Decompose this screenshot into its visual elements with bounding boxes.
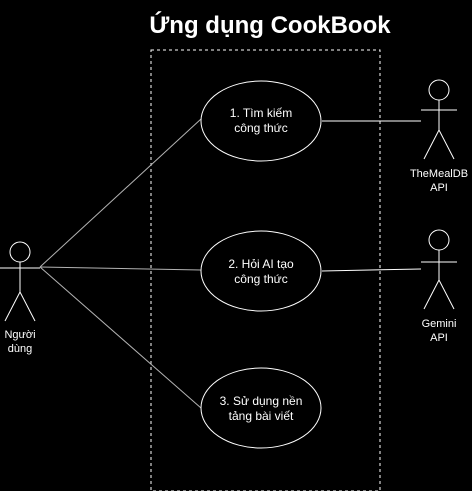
association-ai-gemini bbox=[321, 268, 422, 272]
actor-label-line: dùng bbox=[8, 343, 32, 355]
use-case-label-line: 3. Sử dụng nền bbox=[220, 394, 303, 408]
use-case-article-platform[interactable]: 3. Sử dụng nền tảng bài viết bbox=[200, 367, 322, 449]
use-case-ellipse bbox=[200, 230, 322, 312]
use-case-label-line: 1. Tìm kiếm bbox=[230, 106, 292, 120]
actor-label-line: Người bbox=[4, 329, 35, 341]
diagram-title: Ứng dụng CookBook bbox=[149, 11, 391, 39]
user-stick-figure-icon bbox=[0, 241, 40, 322]
use-case-label-line: công thức bbox=[234, 121, 287, 135]
user-stick-figure-icon bbox=[421, 79, 457, 160]
association-user-articles bbox=[39, 266, 202, 409]
association-user-ai bbox=[39, 266, 202, 271]
use-case-ask-ai[interactable]: 2. Hỏi AI tạo công thức bbox=[200, 230, 322, 312]
actor-gemini-api[interactable]: Gemini API bbox=[421, 229, 457, 344]
actor-user[interactable]: Người dùng bbox=[0, 241, 40, 355]
actor-label-line: API bbox=[430, 332, 448, 344]
use-case-search-recipes[interactable]: 1. Tìm kiếm công thức bbox=[200, 80, 322, 162]
use-case-label-line: 2. Hỏi AI tạo bbox=[228, 257, 294, 271]
association-user-search bbox=[39, 118, 202, 268]
use-case-ellipse bbox=[200, 80, 322, 162]
actor-themealdb-api[interactable]: TheMealDB API bbox=[410, 79, 468, 194]
use-case-label-line: công thức bbox=[234, 272, 287, 286]
use-case-ellipse bbox=[200, 367, 322, 449]
actor-label-line: TheMealDB bbox=[410, 168, 468, 180]
user-stick-figure-icon bbox=[421, 229, 457, 310]
use-case-label-line: tảng bài viết bbox=[229, 409, 294, 423]
system-boundary bbox=[150, 49, 381, 491]
actor-label-line: API bbox=[430, 182, 448, 194]
actor-label-line: Gemini bbox=[422, 318, 457, 330]
